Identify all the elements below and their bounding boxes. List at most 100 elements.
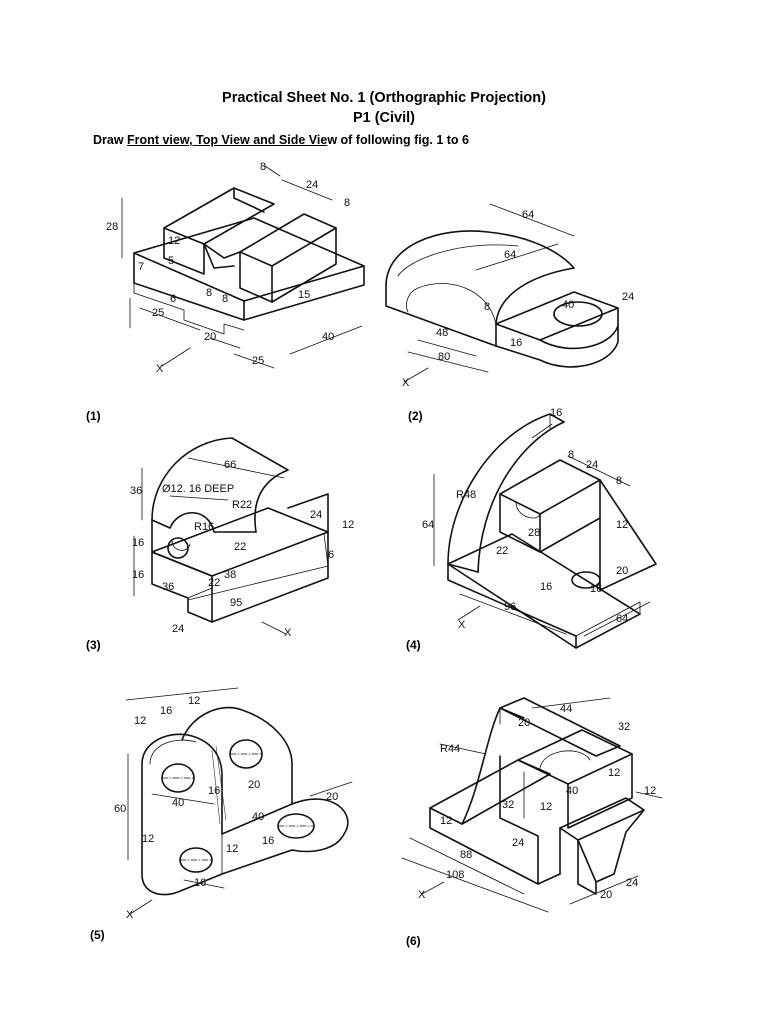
- fig3-dim-36a: 36: [130, 485, 142, 497]
- fig6-dim-44: 44: [560, 703, 572, 715]
- fig3-dim-16a: 16: [132, 537, 144, 549]
- figure-1-label: (1): [86, 409, 101, 423]
- fig2-dim-64b: 64: [504, 249, 516, 261]
- fig4-dim-22: 22: [496, 545, 508, 557]
- fig6-dim-20a: 20: [518, 717, 530, 729]
- fig1-dim-24: 24: [306, 179, 318, 191]
- fig6-dim-32b: 32: [502, 799, 514, 811]
- figure-6-drawing: R44 20 44 32 12 40 32 12 12 24 88 108 12…: [401, 697, 663, 913]
- fig3-dim-12: 12: [342, 519, 354, 531]
- figure-4-label: (4): [406, 638, 421, 652]
- fig1-axis-x: X: [156, 363, 164, 375]
- fig6-dim-108: 108: [446, 869, 464, 881]
- fig4-dim-16a: 16: [550, 407, 562, 419]
- fig5-dim-16d: 16: [194, 877, 206, 889]
- fig1-dim-25a: 25: [152, 307, 164, 319]
- fig6-axis-x: X: [418, 889, 426, 901]
- fig6-dim-40: 40: [566, 785, 578, 797]
- instruction-text: Draw Front view, Top View and Side View …: [93, 133, 469, 147]
- fig1-dim-8a: 8: [260, 161, 266, 173]
- fig1-dim-7: 7: [138, 261, 144, 273]
- fig2-axis-x: X: [402, 377, 410, 389]
- fig6-dim-24a: 24: [512, 837, 524, 849]
- fig3-dim-hole: Ø12. 16 DEEP: [162, 483, 234, 495]
- fig2-dim-24: 24: [622, 291, 634, 303]
- fig2-dim-48: 48: [436, 327, 448, 339]
- fig1-dim-8b: 8: [344, 197, 350, 209]
- fig1-dim-20: 20: [204, 331, 216, 343]
- sheet-title: Practical Sheet No. 1 (Orthographic Proj…: [222, 90, 546, 106]
- fig3-dim-38: 38: [224, 569, 236, 581]
- fig1-dim-8d: 8: [222, 293, 228, 305]
- fig1-dim-12: 12: [168, 235, 180, 247]
- fig4-dim-96: 96: [504, 601, 516, 613]
- figure-2-label: (2): [408, 409, 423, 423]
- fig4-dim-64a: 64: [422, 519, 434, 531]
- figure-3-drawing: 66 36 Ø12. 16 DEEP R22 R16 24 12 6 16 16…: [130, 437, 354, 639]
- fig2-dim-16: 16: [510, 337, 522, 349]
- fig6-dim-12d: 12: [440, 815, 452, 827]
- figure-5-label: (5): [90, 928, 105, 942]
- fig1-dim-15: 15: [298, 289, 310, 301]
- fig5-dim-12d: 12: [226, 843, 238, 855]
- fig5-dim-20a: 20: [248, 779, 260, 791]
- instruction-suffix: w of following fig. 1 to 6: [327, 133, 469, 147]
- fig6-dim-12a: 12: [608, 767, 620, 779]
- fig5-dim-40b: 40: [252, 811, 264, 823]
- fig1-dim-40: 40: [322, 331, 334, 343]
- fig5-dim-20b: 20: [326, 791, 338, 803]
- fig4-axis-x: X: [458, 619, 466, 631]
- figure-3-label: (3): [86, 638, 101, 652]
- fig3-dim-22b: 22: [234, 541, 246, 553]
- fig5-dim-60: 60: [114, 803, 126, 815]
- fig5-dim-16a: 16: [160, 705, 172, 717]
- fig6-dim-20b: 20: [600, 889, 612, 901]
- fig3-dim-95: 95: [230, 597, 242, 609]
- fig1-dim-6: 6: [170, 293, 176, 305]
- fig1-dim-28: 28: [106, 221, 118, 233]
- fig1-dim-8c: 8: [206, 287, 212, 299]
- figure-2-drawing: 64 64 8 40 24 48 16 80 X: [385, 203, 634, 389]
- fig6-dim-12b: 12: [540, 801, 552, 813]
- fig3-dim-22a: 22: [208, 577, 220, 589]
- fig3-axis-x: X: [284, 627, 292, 639]
- fig3-dim-66: 66: [224, 459, 236, 471]
- fig2-dim-64a: 64: [522, 209, 534, 221]
- fig5-dim-16b: 16: [208, 785, 220, 797]
- figure-5-drawing: 12 16 12 60 40 16 20 20 40 12 16 12 16 X: [114, 687, 353, 921]
- figure-6-label: (6): [406, 934, 421, 948]
- fig3-dim-16b: 16: [132, 569, 144, 581]
- fig3-dim-6: 6: [328, 549, 334, 561]
- fig4-dim-r48: R48: [456, 489, 476, 501]
- fig4-dim-12: 12: [616, 519, 628, 531]
- fig6-dim-r44: R44: [440, 743, 460, 755]
- fig2-dim-40: 40: [562, 299, 574, 311]
- fig4-dim-8a: 8: [568, 449, 574, 461]
- fig5-dim-12a: 12: [134, 715, 146, 727]
- fig1-dim-5: 5: [168, 255, 174, 267]
- fig4-dim-16c: 16: [590, 583, 602, 595]
- fig5-dim-40a: 40: [172, 797, 184, 809]
- fig4-dim-20: 20: [616, 565, 628, 577]
- fig5-dim-12b: 12: [188, 695, 200, 707]
- fig3-dim-r22: R22: [232, 499, 252, 511]
- fig5-dim-16c: 16: [262, 835, 274, 847]
- instruction-underlined: Front view, Top View and Side Vie: [127, 133, 328, 147]
- fig4-dim-16b: 16: [540, 581, 552, 593]
- fig4-dim-8b: 8: [616, 475, 622, 487]
- instruction-prefix: Draw: [93, 133, 128, 147]
- fig2-dim-8: 8: [484, 301, 490, 313]
- figure-1-drawing: 8 24 8 28 12 5 7 6 8 8 15 25 20 25 40 X: [106, 161, 365, 375]
- fig3-dim-24b: 24: [172, 623, 184, 635]
- fig2-dim-80: 80: [438, 351, 450, 363]
- fig4-dim-64b: 64: [616, 613, 628, 625]
- fig3-dim-r16: R16: [194, 521, 214, 533]
- fig5-dim-12c: 12: [142, 833, 154, 845]
- fig3-dim-36b: 36: [162, 581, 174, 593]
- sheet-subtitle: P1 (Civil): [352, 110, 416, 126]
- fig4-dim-28: 28: [528, 527, 540, 539]
- fig6-dim-88: 88: [460, 849, 472, 861]
- fig4-dim-24: 24: [586, 459, 598, 471]
- fig6-dim-12c: 12: [644, 785, 656, 797]
- fig5-axis-x: X: [126, 909, 134, 921]
